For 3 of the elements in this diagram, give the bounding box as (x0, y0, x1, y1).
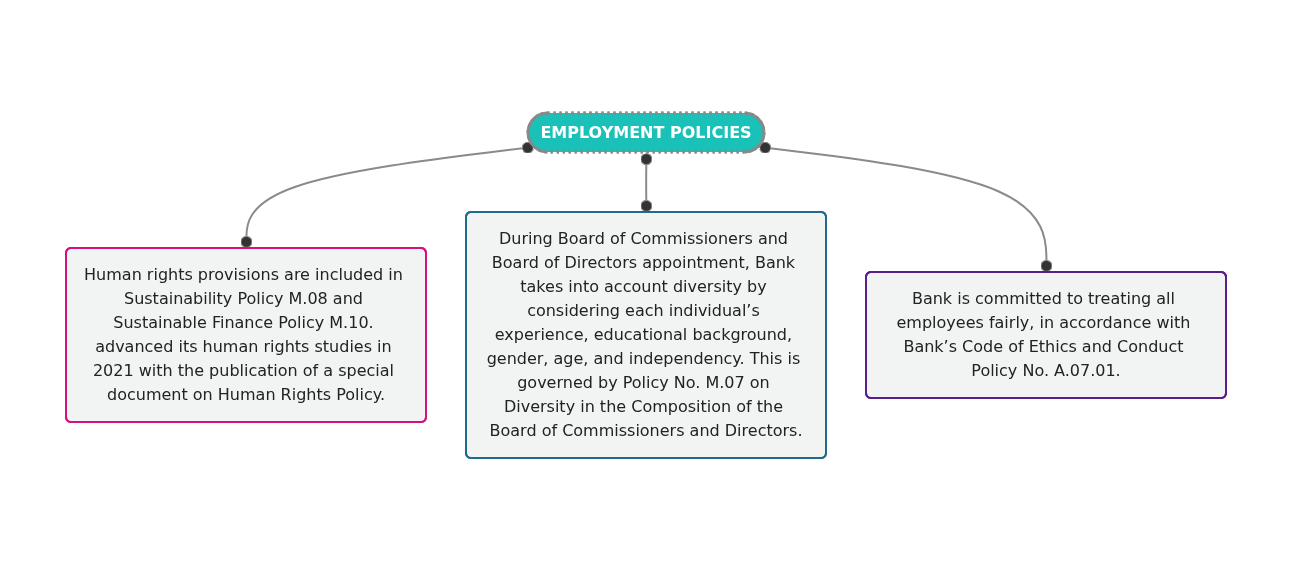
connector (239, 141, 535, 249)
connector (639, 151, 652, 213)
connector (757, 141, 1052, 273)
